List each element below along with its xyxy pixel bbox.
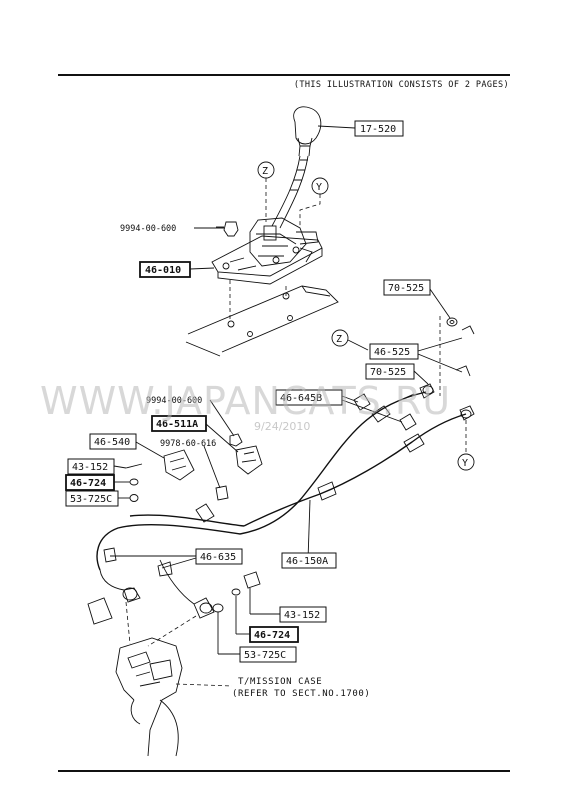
leader-46-010 [189, 267, 215, 270]
guide-trans-right [147, 615, 197, 647]
svg-text:46-724: 46-724 [70, 478, 106, 489]
leader-9994-mid [209, 399, 235, 437]
bushing-53-725c-b [212, 603, 224, 613]
shifter-assembly [211, 217, 323, 285]
leader-17-520 [317, 125, 356, 129]
label-46-645b: 46-645B [275, 389, 343, 406]
pages-note: (THIS ILLUSTRATION CONSISTS OF 2 PAGES) [293, 80, 509, 90]
guide-trans-left [125, 601, 131, 645]
washer-46-724-a [129, 478, 139, 486]
leader-46-645b-b [341, 399, 403, 423]
transmission-case [115, 637, 183, 757]
label-70-525-a: 70-525 [383, 279, 431, 296]
z-marker-right-label: Z [336, 334, 342, 345]
label-46-635: 46-635 [195, 548, 243, 565]
cable-shift [239, 383, 435, 535]
top-rule [58, 74, 510, 76]
label-46-010: 46-010 [139, 261, 191, 278]
watermark-date: 9/24/2010 [254, 420, 310, 433]
clip-upper-right [439, 316, 475, 396]
label-9994-mid: 9994-00-600 [146, 396, 202, 406]
leader-46-511a [205, 423, 239, 453]
bracket-46-540 [163, 449, 195, 481]
leader-46-540 [135, 441, 165, 459]
shift-knob [293, 106, 322, 157]
label-46-150a: 46-150A [281, 552, 337, 569]
bolt-9978 [215, 485, 229, 501]
svg-text:46-010: 46-010 [145, 265, 181, 276]
transmission-note-line2: (REFER TO SECT.NO.1700) [232, 689, 370, 699]
leader-46-645b-a [341, 395, 359, 403]
svg-text:43-152: 43-152 [284, 610, 320, 621]
leader-70-525-a [429, 288, 451, 319]
bolt-top [216, 221, 239, 237]
cable-select [243, 405, 475, 527]
svg-text:53-725C: 53-725C [70, 494, 112, 505]
svg-text:46-525: 46-525 [374, 347, 410, 358]
y-marker-top-label: Y [316, 182, 322, 193]
leader-46-525-upper [417, 337, 463, 352]
svg-text:70-525: 70-525 [388, 283, 424, 294]
clips-46-645b [353, 393, 417, 431]
svg-text:46-540: 46-540 [94, 437, 130, 448]
washer-upper-right [446, 317, 458, 327]
label-46-724-b: 46-724 [249, 626, 299, 643]
view-marker-y-top: Y [299, 177, 329, 228]
svg-text:46-150A: 46-150A [286, 556, 328, 567]
view-marker-z-right: Z [331, 329, 369, 351]
svg-text:53-725C: 53-725C [244, 650, 286, 661]
label-17-520: 17-520 [354, 120, 404, 137]
label-46-540: 46-540 [89, 433, 137, 450]
svg-text:70-525: 70-525 [370, 367, 406, 378]
clip-mid-right [455, 365, 471, 377]
cable-bracket [235, 445, 263, 475]
cable-lower-bundle [87, 503, 245, 625]
leader-46-150a [307, 499, 311, 561]
pin-43-152-a [125, 463, 143, 469]
label-53-725c-b: 53-725C [239, 646, 297, 663]
svg-text:46-645B: 46-645B [280, 393, 322, 404]
view-marker-z-top: Z [257, 161, 275, 222]
bolt-mid [229, 433, 243, 447]
floor-panel [185, 285, 339, 357]
washer-46-724-b [231, 588, 241, 596]
y-marker-right-label: Y [462, 458, 468, 469]
svg-text:46-511A: 46-511A [156, 419, 198, 430]
leader-transmission [175, 683, 233, 687]
leader-46-635-b [161, 557, 197, 569]
leader-43-152-a [113, 465, 127, 469]
svg-text:43-152: 43-152 [72, 462, 108, 473]
label-43-152-a: 43-152 [67, 458, 115, 475]
svg-text:17-520: 17-520 [360, 124, 396, 135]
label-43-152-b: 43-152 [279, 606, 327, 623]
watermark-text: WWW.JAPANCATS.RU [40, 379, 451, 423]
shift-lever [271, 155, 309, 229]
z-marker-top-label: Z [262, 166, 268, 177]
svg-text:46-724: 46-724 [254, 630, 290, 641]
bottom-rule [58, 770, 510, 772]
leader-70-525-b [413, 370, 429, 385]
bushing-53-725c-a [129, 494, 139, 502]
label-9994-top: 9994-00-600 [120, 224, 176, 234]
pin-43-152-b [243, 571, 261, 589]
svg-text:46-635: 46-635 [200, 552, 236, 563]
leader-46-525-lower [417, 353, 463, 373]
label-46-724-a: 46-724 [65, 474, 115, 491]
transmission-note-line1: T/MISSION CASE [238, 677, 322, 687]
clips-46-635 [103, 547, 173, 577]
label-53-725c-a: 53-725C [65, 490, 119, 507]
leader-9978 [203, 445, 221, 489]
label-46-511a: 46-511A [151, 415, 207, 432]
label-70-525-b: 70-525 [365, 363, 415, 380]
label-9978: 9978-60-616 [160, 439, 216, 449]
view-marker-y-right: Y [457, 453, 475, 471]
label-46-525: 46-525 [369, 343, 419, 360]
